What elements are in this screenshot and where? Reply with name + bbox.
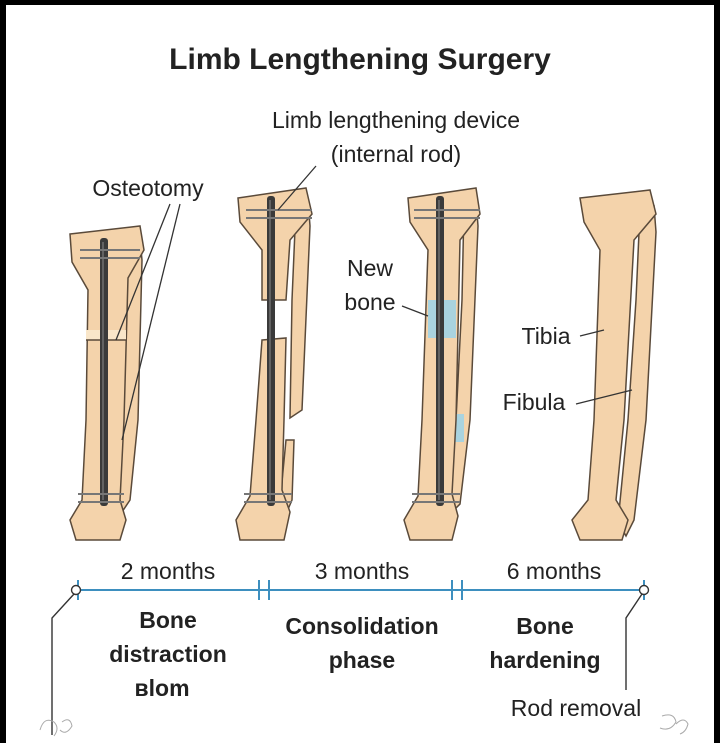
osteotomy-leader-2 <box>121 203 181 441</box>
phase-1-line3: ʙlom <box>134 675 189 701</box>
internal-rod <box>436 196 444 506</box>
internal-rod <box>100 238 108 506</box>
artist-signature-left <box>39 719 73 737</box>
new-bone-label-line1: New <box>347 255 393 281</box>
leg-stage-2 <box>235 187 313 541</box>
device-leader-line <box>277 165 317 211</box>
tibia-label: Tibia <box>522 323 571 349</box>
diagram-title: Limb Lengthening Surgery <box>169 43 551 76</box>
artist-signature-right <box>659 714 689 735</box>
osteotomy-leader-1 <box>115 203 171 341</box>
osteotomy-label: Osteotomy <box>92 175 204 201</box>
rod-screws <box>412 209 480 503</box>
phase-3-line2: hardening <box>489 647 600 673</box>
device-label-line1: Limb lengthening device <box>272 107 520 133</box>
start-leader <box>51 593 75 735</box>
fibula-bone <box>617 205 657 538</box>
rod-removal-leader <box>625 593 643 690</box>
fibula-label: Fibula <box>503 389 566 415</box>
rod-removal-label: Rod removal <box>511 695 641 721</box>
duration-stage-1: 2 months <box>121 558 216 584</box>
fibula-new-bone <box>454 414 464 442</box>
internal-rod <box>267 196 275 506</box>
phase-2-line2: phase <box>329 647 395 673</box>
rod-screws <box>78 249 140 503</box>
tibia-bone <box>571 189 657 541</box>
leg-stage-3 <box>403 187 481 541</box>
phase-2-line1: Consolidation <box>285 613 438 639</box>
leg-stage-4 <box>571 189 657 541</box>
phase-3-line1: Bone <box>516 613 574 639</box>
new-bone-label-line2: bone <box>344 289 395 315</box>
duration-stage-3: 6 months <box>507 558 602 584</box>
fibula-leader <box>575 389 633 405</box>
timeline-start-marker <box>70 584 82 596</box>
tibia-leader <box>579 329 605 337</box>
timeline-end-marker <box>638 584 650 596</box>
tibia-lower-segment <box>235 337 291 541</box>
leg-stage-1 <box>69 225 145 541</box>
rod-screws <box>244 209 312 503</box>
phase-1-line2: distraction <box>109 641 227 667</box>
duration-stage-2: 3 months <box>315 558 410 584</box>
device-label-line2: (internal rod) <box>331 141 461 167</box>
new-bone-leader <box>401 305 429 317</box>
timeline: 2 months 3 months 6 months Bone distract… <box>51 558 650 735</box>
phase-1-line1: Bone <box>139 607 197 633</box>
